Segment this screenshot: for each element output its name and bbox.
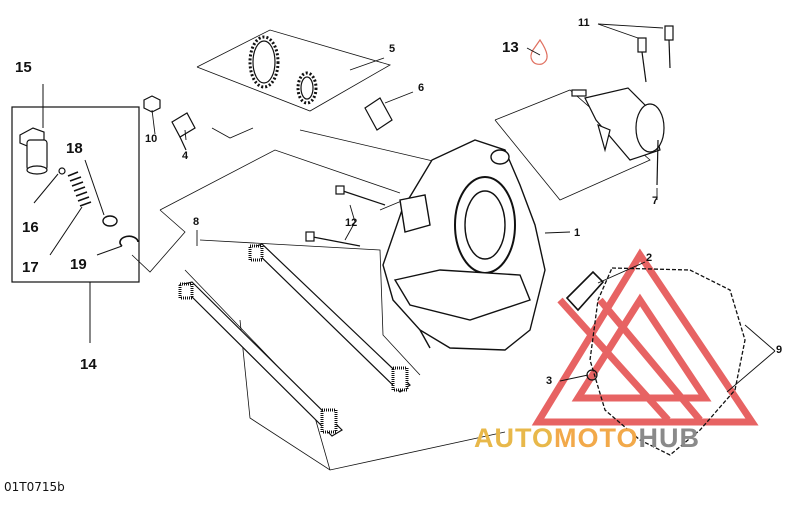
callout-4: 4 [182, 150, 189, 162]
pin-part-6-icon [364, 97, 393, 131]
gear-part-5-icon [248, 35, 318, 105]
oil-drop-part-13-icon [530, 38, 548, 65]
callout-11: 11 [578, 17, 590, 29]
clip-part-4-icon [171, 112, 196, 151]
callout-5: 5 [389, 43, 396, 55]
callout-6: 6 [418, 82, 425, 94]
watermark-part-moto: MOTO [554, 423, 639, 453]
callout-14: 14 [80, 356, 97, 373]
oring-part-2-icon [565, 270, 605, 312]
inset-box [11, 106, 140, 283]
callout-2: 2 [646, 252, 653, 264]
callout-12: 12 [345, 217, 358, 229]
spring-part-17-icon [67, 171, 92, 207]
callout-17: 17 [22, 259, 39, 276]
bolt-part-11-icon [637, 25, 674, 83]
watermark-text: AUTOMOTOHUB [474, 423, 700, 454]
nut-part-10-icon [143, 95, 161, 113]
callout-3: 3 [546, 375, 553, 387]
ring-part-18-icon [102, 215, 118, 227]
callout-13: 13 [502, 39, 519, 56]
stud-part-8-icon [178, 243, 411, 437]
callout-15: 15 [15, 59, 32, 76]
diagram-code: 01T0715b [4, 480, 65, 494]
callout-8: 8 [193, 216, 200, 228]
callout-10: 10 [145, 133, 158, 145]
callout-19: 19 [70, 256, 87, 273]
circlip-part-19-icon [119, 235, 139, 247]
gasket-part-9-icon [589, 267, 746, 456]
main-leaders [151, 23, 776, 393]
starter-motor-part-7-icon [571, 87, 665, 186]
callout-1: 1 [574, 227, 581, 239]
callout-18: 18 [66, 140, 83, 157]
crankcase-part-1-icon [382, 139, 546, 351]
logo-triangle-icon [531, 248, 759, 426]
bolt-part-12-icon [305, 185, 386, 247]
callout-16: 16 [22, 219, 39, 236]
watermark-part-hub: HUB [638, 423, 701, 453]
plug-part-15-icon [19, 127, 48, 175]
inset-leaders [33, 84, 123, 343]
watermark-part-auto: AUTO [474, 423, 555, 453]
ball-part-16-icon [58, 167, 66, 175]
callout-9: 9 [776, 344, 783, 356]
callout-7: 7 [652, 195, 659, 207]
